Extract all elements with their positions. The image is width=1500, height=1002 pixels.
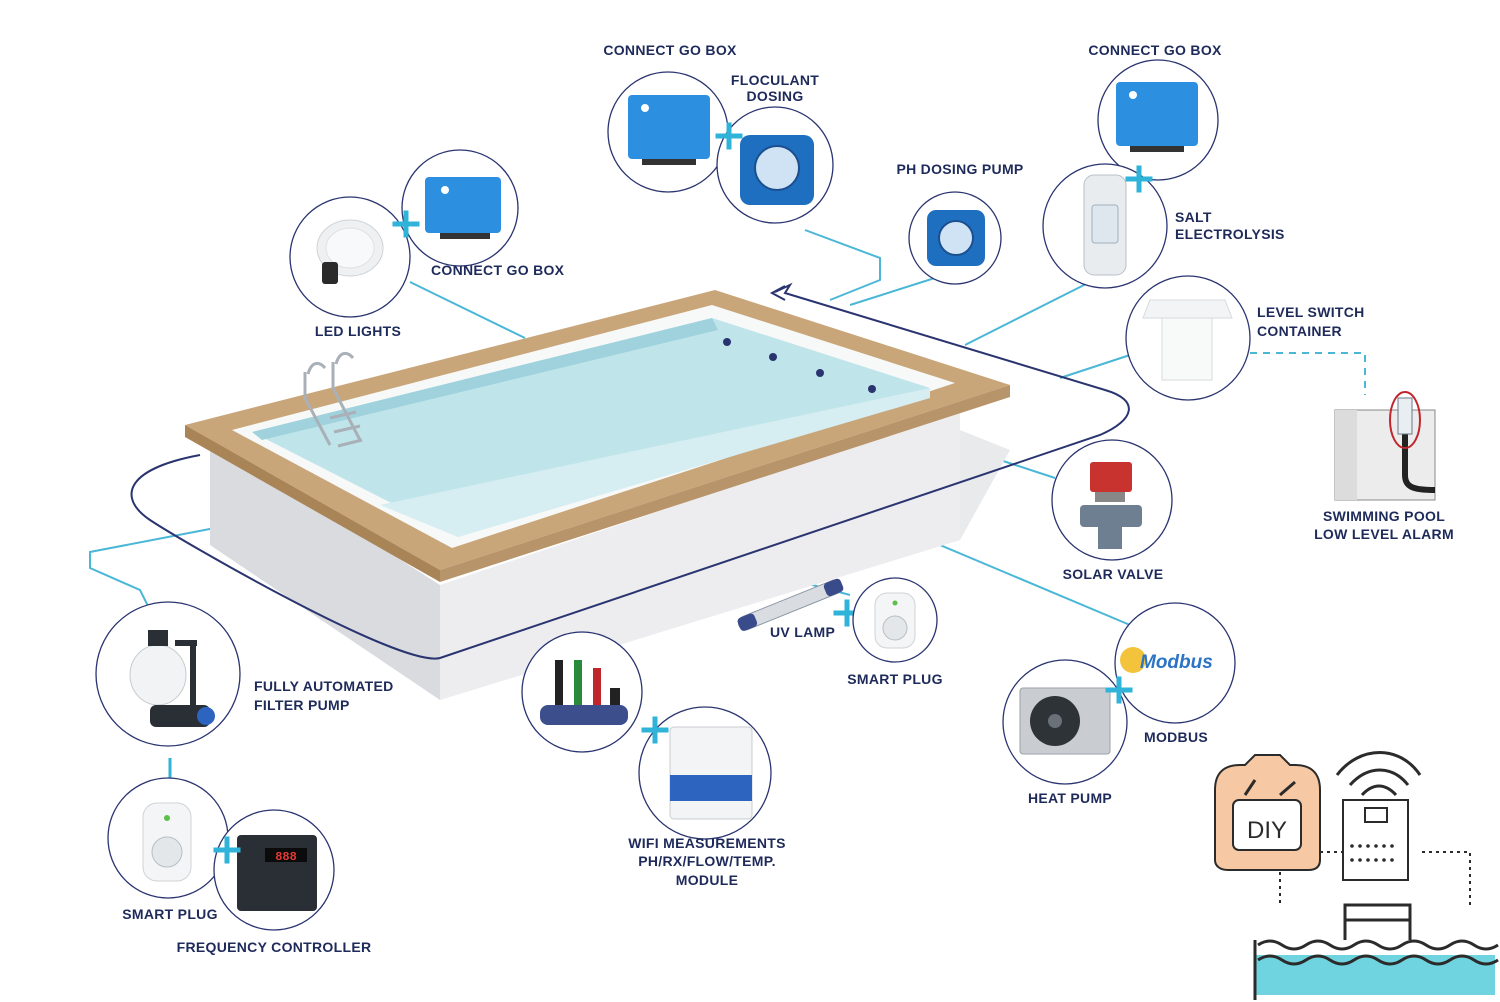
- frequency-controller-group[interactable]: 888 SMART PLUG FREQUENCY CONTROLLER: [107, 777, 372, 955]
- wifi-label-line1: WIFI MEASUREMENTS: [628, 835, 786, 851]
- low-level-alarm-group[interactable]: SWIMMING POOL LOW LEVEL ALARM: [1314, 391, 1454, 542]
- pool-ladder-icon: [1343, 903, 1412, 940]
- solar-valve-group[interactable]: SOLAR VALVE: [1051, 439, 1173, 582]
- level-switch-container-icon: [1142, 299, 1233, 319]
- pool-jet: [769, 353, 777, 361]
- level-switch-label-line1: LEVEL SWITCH: [1257, 304, 1365, 320]
- wifi-icon: [1335, 751, 1422, 797]
- plus-icon: [1105, 676, 1133, 704]
- low-level-label-line2: LOW LEVEL ALARM: [1314, 526, 1454, 542]
- frequency-controller-label: FREQUENCY CONTROLLER: [177, 939, 372, 955]
- plus-icon: [715, 122, 743, 150]
- connect-go-box-device: [628, 95, 710, 159]
- diy-illustration: DIY: [1214, 751, 1499, 1000]
- highlight-ring: [1389, 391, 1421, 449]
- pool-wall-front: [440, 410, 960, 700]
- filter-label-line1: FULLY AUTOMATED: [254, 678, 394, 694]
- pool-jet: [868, 385, 876, 393]
- led-lights-label: LED LIGHTS: [315, 323, 401, 339]
- filter-label-line2: FILTER PUMP: [254, 697, 350, 713]
- connect-go-box-top-label: CONNECT GO BOX: [603, 42, 737, 58]
- modbus-label: MODBUS: [1144, 729, 1208, 745]
- wifi-module-icon: [669, 726, 753, 820]
- uv-lamp-group[interactable]: UV LAMP SMART PLUG: [736, 577, 943, 687]
- level-alarm-dashed-cable: [1250, 352, 1366, 395]
- ph-dosing-label: PH DOSING PUMP: [896, 161, 1023, 177]
- pool-jet: [723, 338, 731, 346]
- controller-display: 888: [275, 850, 297, 864]
- level-switch-label-line2: CONTAINER: [1257, 323, 1342, 339]
- pool-wall-left: [210, 438, 440, 700]
- salt-electrolysis-group[interactable]: CONNECT GO BOX SALT ELECTROLYSIS: [1042, 42, 1285, 289]
- ph-dosing-group[interactable]: PH DOSING PUMP: [896, 161, 1023, 285]
- smart-plug-center-label: SMART PLUG: [847, 671, 943, 687]
- plus-icon: [213, 836, 241, 864]
- connect-go-box-device: [425, 177, 501, 233]
- pool-water: [252, 318, 930, 537]
- plus-icon: [392, 210, 420, 238]
- salt-label-line1: SALT: [1175, 209, 1212, 225]
- solar-valve-label: SOLAR VALVE: [1063, 566, 1164, 582]
- sand-filter-icon: [129, 644, 187, 706]
- low-level-label-line1: SWIMMING POOL: [1323, 508, 1445, 524]
- floculant-label-line2: DOSING: [746, 88, 803, 104]
- main-loop-cable: [130, 282, 1130, 660]
- modbus-logo-icon: [1120, 647, 1146, 673]
- connect-go-box-left-label: CONNECT GO BOX: [431, 262, 565, 278]
- probe-manifold-icon: [540, 705, 628, 725]
- smart-plug-left-label: SMART PLUG: [122, 906, 218, 922]
- wifi-label-line2: PH/RX/FLOW/TEMP.: [638, 853, 776, 869]
- valve-body: [1080, 505, 1142, 527]
- level-switch-group[interactable]: LEVEL SWITCH CONTAINER: [1125, 275, 1365, 401]
- modbus-circle[interactable]: [1114, 602, 1236, 724]
- loop-arrow-icon: [769, 285, 786, 301]
- uv-lamp-label: UV LAMP: [770, 624, 835, 640]
- wifi-label-line3: MODULE: [676, 872, 738, 888]
- valve-actuator-icon: [1090, 462, 1132, 492]
- floculant-label-line1: FLOCULANT: [731, 72, 819, 88]
- water-icon: [1255, 955, 1495, 995]
- modbus-logo-text: Modbus: [1140, 652, 1213, 673]
- uv-lamp-icon: [737, 578, 844, 631]
- floculant-group[interactable]: CONNECT GO BOX FLOCULANT DOSING: [603, 42, 834, 224]
- heat-pump-label: HEAT PUMP: [1028, 790, 1112, 806]
- pool-jet: [816, 369, 824, 377]
- salt-label-line2: ELECTROLYSIS: [1175, 226, 1285, 242]
- connect-go-box-right-label: CONNECT GO BOX: [1088, 42, 1222, 58]
- led-lights-group[interactable]: LED LIGHTS CONNECT GO BOX: [289, 149, 565, 339]
- frequency-controller-icon: [237, 835, 317, 911]
- plus-icon: [641, 716, 669, 744]
- diy-badge-text: DIY: [1247, 817, 1287, 844]
- connect-go-box-device: [1116, 82, 1198, 146]
- pool-ladder: [303, 352, 363, 448]
- filter-pump-group[interactable]: FULLY AUTOMATED FILTER PUMP: [95, 601, 394, 796]
- plus-icon: [1125, 165, 1153, 193]
- wifi-module-group[interactable]: WIFI MEASUREMENTS PH/RX/FLOW/TEMP. MODUL…: [521, 631, 786, 888]
- heat-pump-group[interactable]: Modbus MODBUS HEAT PUMP: [1002, 602, 1236, 806]
